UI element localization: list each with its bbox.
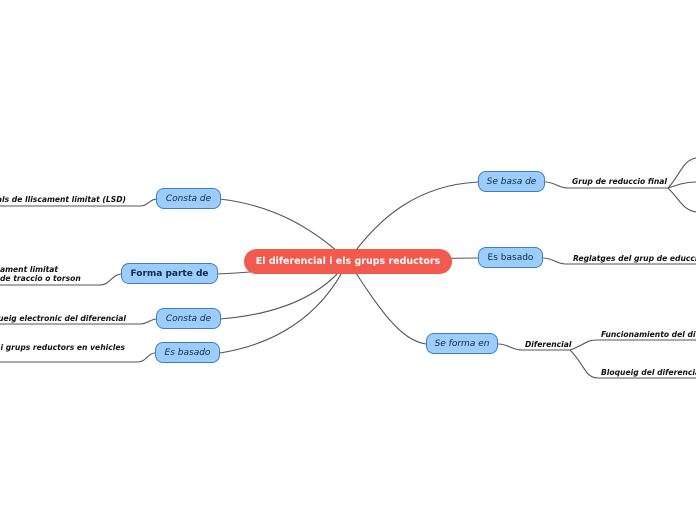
topic-consta-de-1[interactable]: Consta de [156,188,221,209]
branch-diferencial-2 [569,349,696,379]
branch-diferencial-1 [569,339,696,351]
subtopic-lsd[interactable]: ials de lliscament limitat (LSD) [0,195,126,204]
underline-right-1 [544,181,668,189]
topic-forma-parte-de[interactable]: Forma parte de [121,263,218,284]
underline-left-1 [0,198,158,207]
underline-right-2 [542,257,696,265]
branch-grup-1 [667,157,696,189]
topic-es-basado-right[interactable]: Es basado [478,247,543,268]
topic-consta-de-2[interactable]: Consta de [156,308,221,329]
branch-grup-3 [667,187,696,213]
link-central-forma-en [347,260,427,345]
subtopic-bloqueig-electronic[interactable]: queig electronic del diferencial [0,314,126,323]
subtopic-lliscament-limitat[interactable]: ament limitat [0,265,58,274]
topic-se-basa-de[interactable]: Se basa de [478,171,545,192]
underline-left-3 [0,318,158,325]
central-topic[interactable]: El diferencial i els grups reductors [244,249,452,274]
link-central-basado [219,260,349,354]
topic-se-forma-en[interactable]: Se forma en [426,333,498,354]
underline-left-2 [0,273,123,286]
subtopic-bloqueig-diferencial[interactable]: Bloqueig del diferencia [601,368,696,377]
underline-right-3 [497,343,570,351]
subtopic-traccio-torson[interactable]: de traccio o torson [0,274,81,283]
topic-es-basado-left[interactable]: Es basado [155,342,220,363]
subtopic-grup-reduccio-final[interactable]: Grup de reduccio final [572,177,668,186]
subtopic-diferencial[interactable]: Diferencial [525,340,572,349]
subtopic-grups-reductors-vehicles[interactable]: i grups reductors en vehicles [0,343,125,352]
branch-grup-2 [667,181,696,189]
underline-left-4 [0,352,156,363]
link-central-basa [347,181,479,262]
subtopic-funcionamiento[interactable]: Funcionamiento del di [601,330,696,339]
subtopic-reglatges[interactable]: Reglatges del grup de educci [573,254,696,263]
